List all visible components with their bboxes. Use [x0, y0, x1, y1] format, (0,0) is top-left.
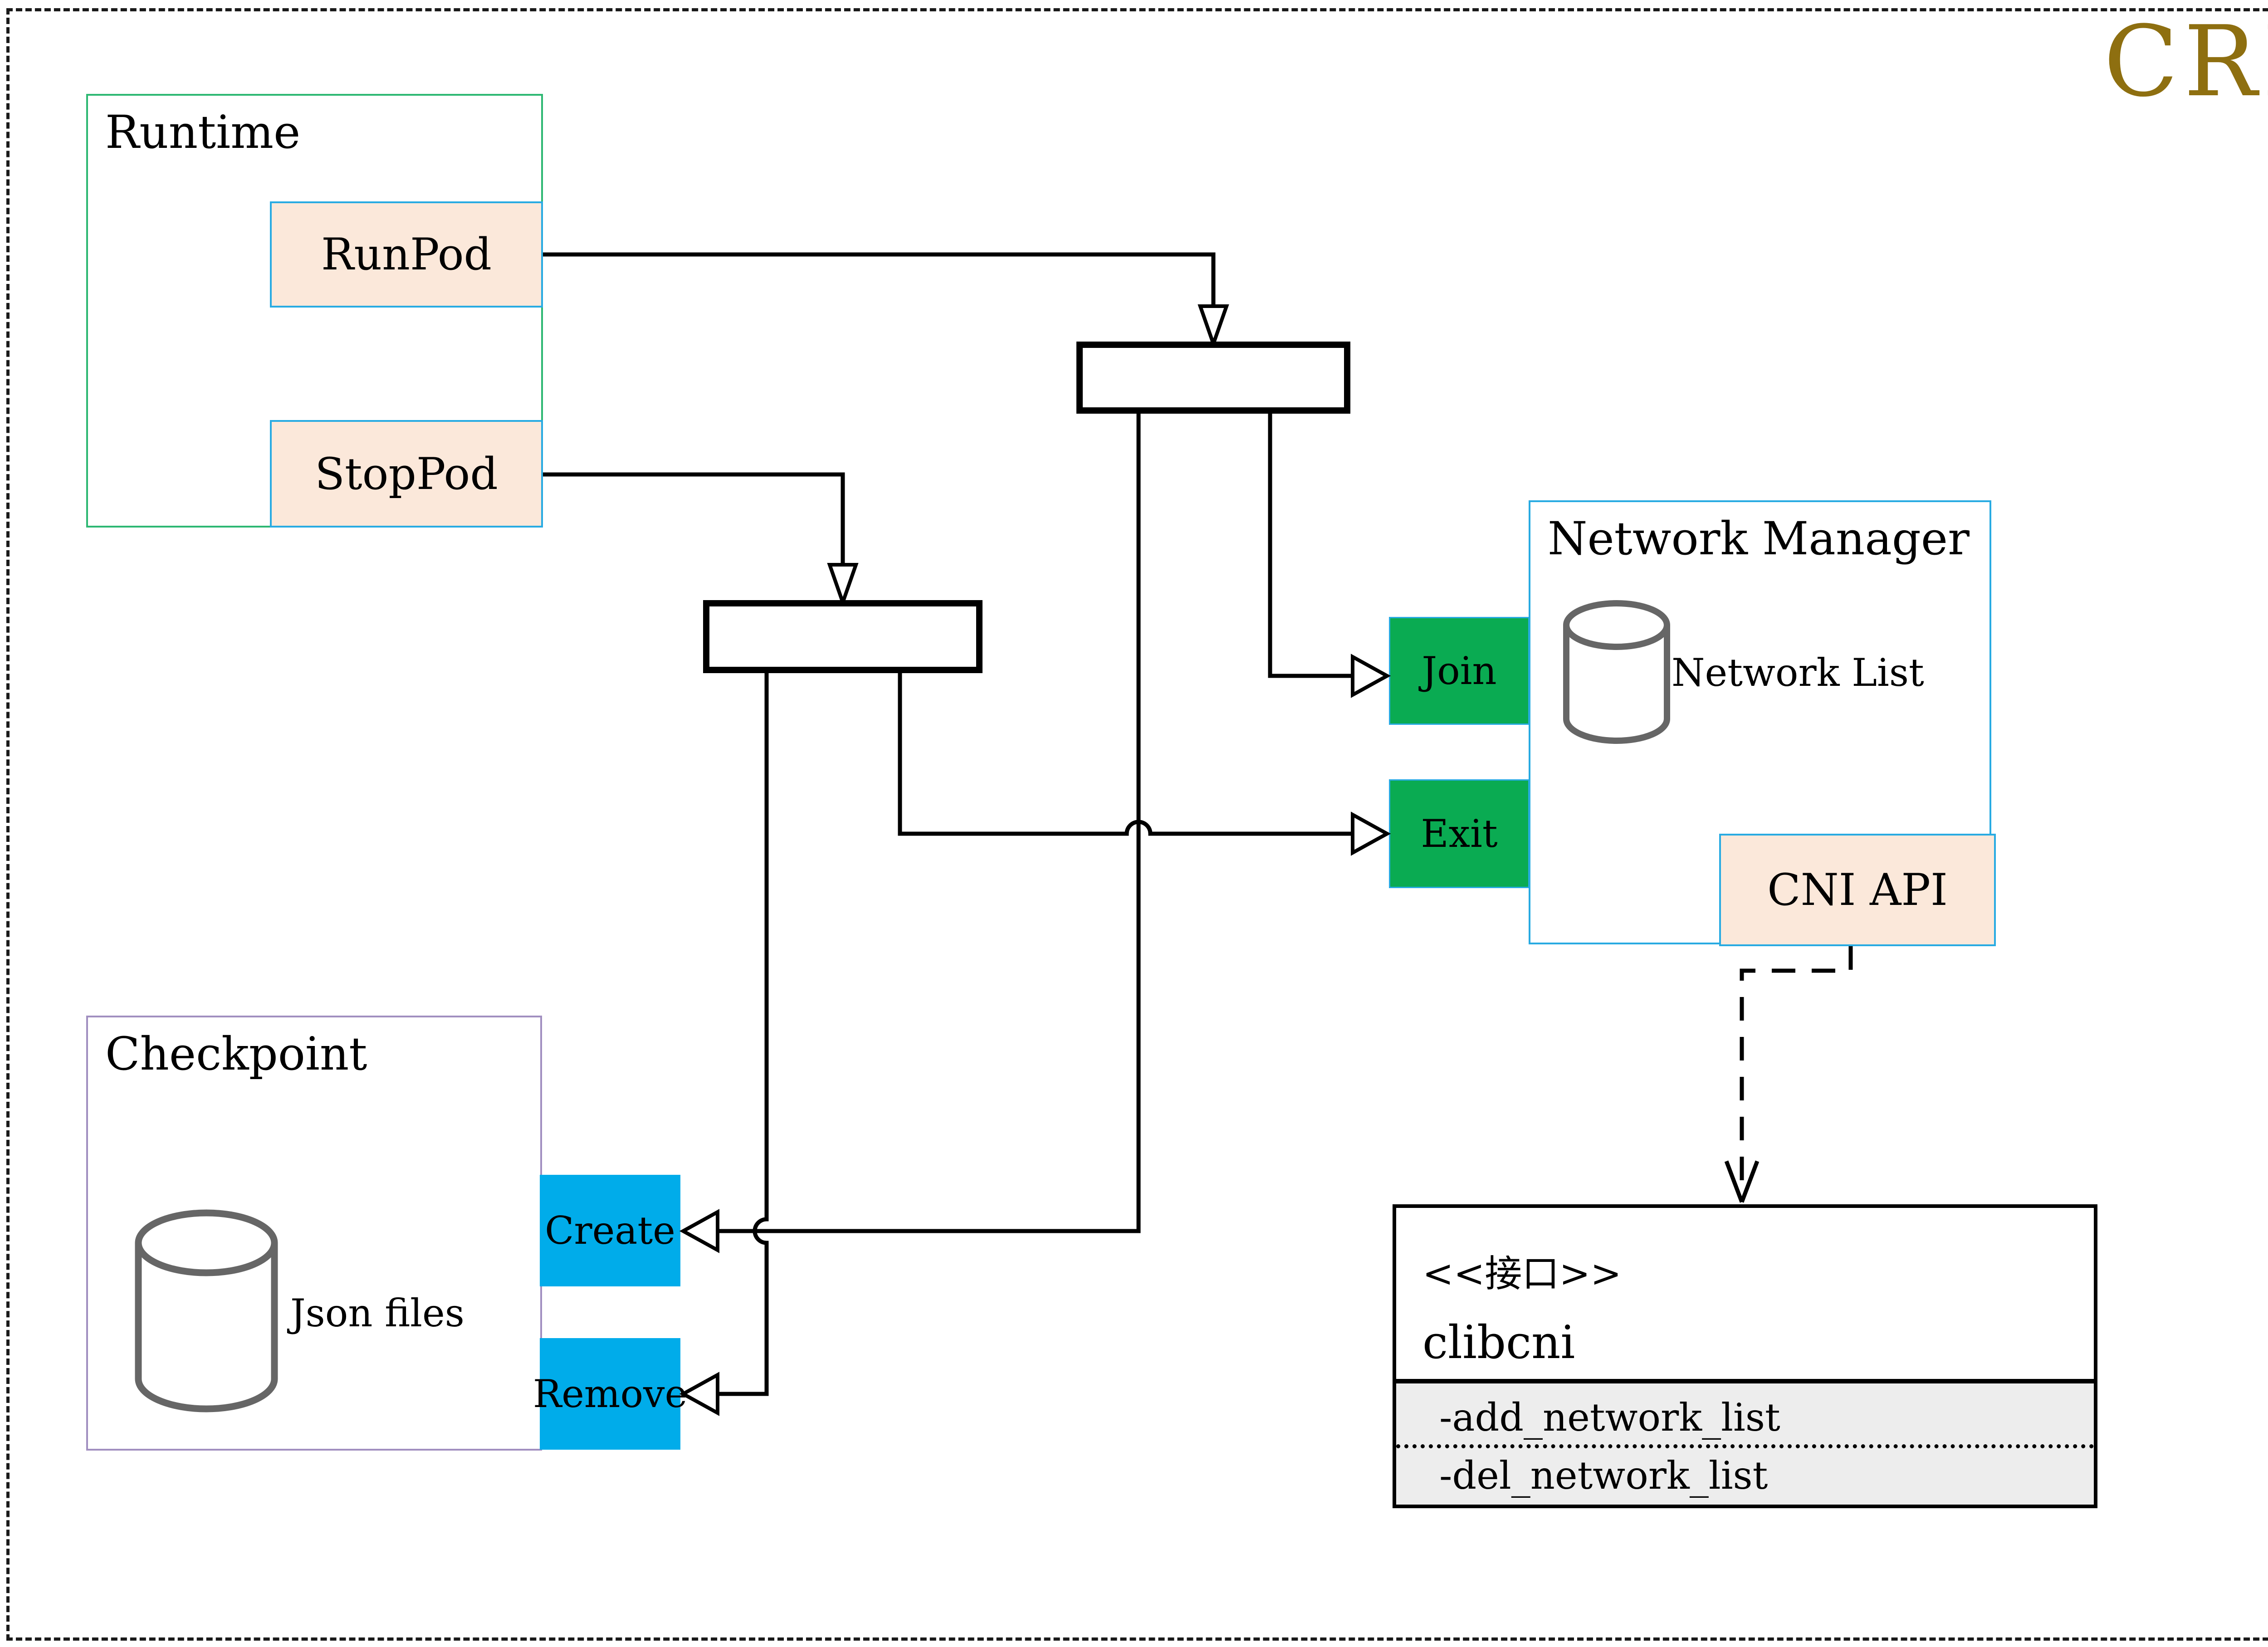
network-list-label: Network List: [1672, 650, 1924, 695]
remove-label: Remove: [533, 1372, 688, 1416]
diagram-title: CRI: [2103, 5, 2268, 118]
remove-box: Remove: [533, 1338, 687, 1450]
create-box: Create: [540, 1175, 680, 1286]
interface-stereotype: <<接口>>: [1422, 1252, 1622, 1295]
method-divider: [1396, 1444, 2094, 1448]
clibcni-interface-box: <<接口>> clibcni -add_network_list -del_ne…: [1393, 1204, 2097, 1508]
method-add-network-list: -add_network_list: [1439, 1395, 1780, 1440]
exit-box: Exit: [1389, 779, 1530, 888]
cni-api-label: CNI API: [1767, 865, 1948, 915]
interface-name: clibcni: [1422, 1316, 1575, 1369]
outer-dashed-border: [6, 8, 2268, 1641]
join-box: Join: [1389, 617, 1530, 725]
create-label: Create: [545, 1208, 675, 1253]
stoppod-label: StopPod: [315, 448, 498, 499]
interface-methods-section: -add_network_list -del_network_list: [1396, 1379, 2094, 1505]
json-files-label: Json files: [290, 1291, 464, 1335]
runpod-label: RunPod: [321, 229, 492, 280]
checkpoint-box: Checkpoint: [86, 1016, 542, 1451]
network-manager-label: Network Manager: [1548, 512, 1970, 565]
method-del-network-list: -del_network_list: [1439, 1453, 1768, 1498]
join-label: Join: [1422, 649, 1497, 693]
cni-api-box: CNI API: [1719, 834, 1996, 946]
exit-label: Exit: [1421, 811, 1498, 856]
runpod-box: RunPod: [270, 201, 543, 308]
stoppod-box: StopPod: [270, 420, 543, 528]
runtime-label: Runtime: [105, 106, 301, 159]
checkpoint-label: Checkpoint: [105, 1027, 367, 1080]
